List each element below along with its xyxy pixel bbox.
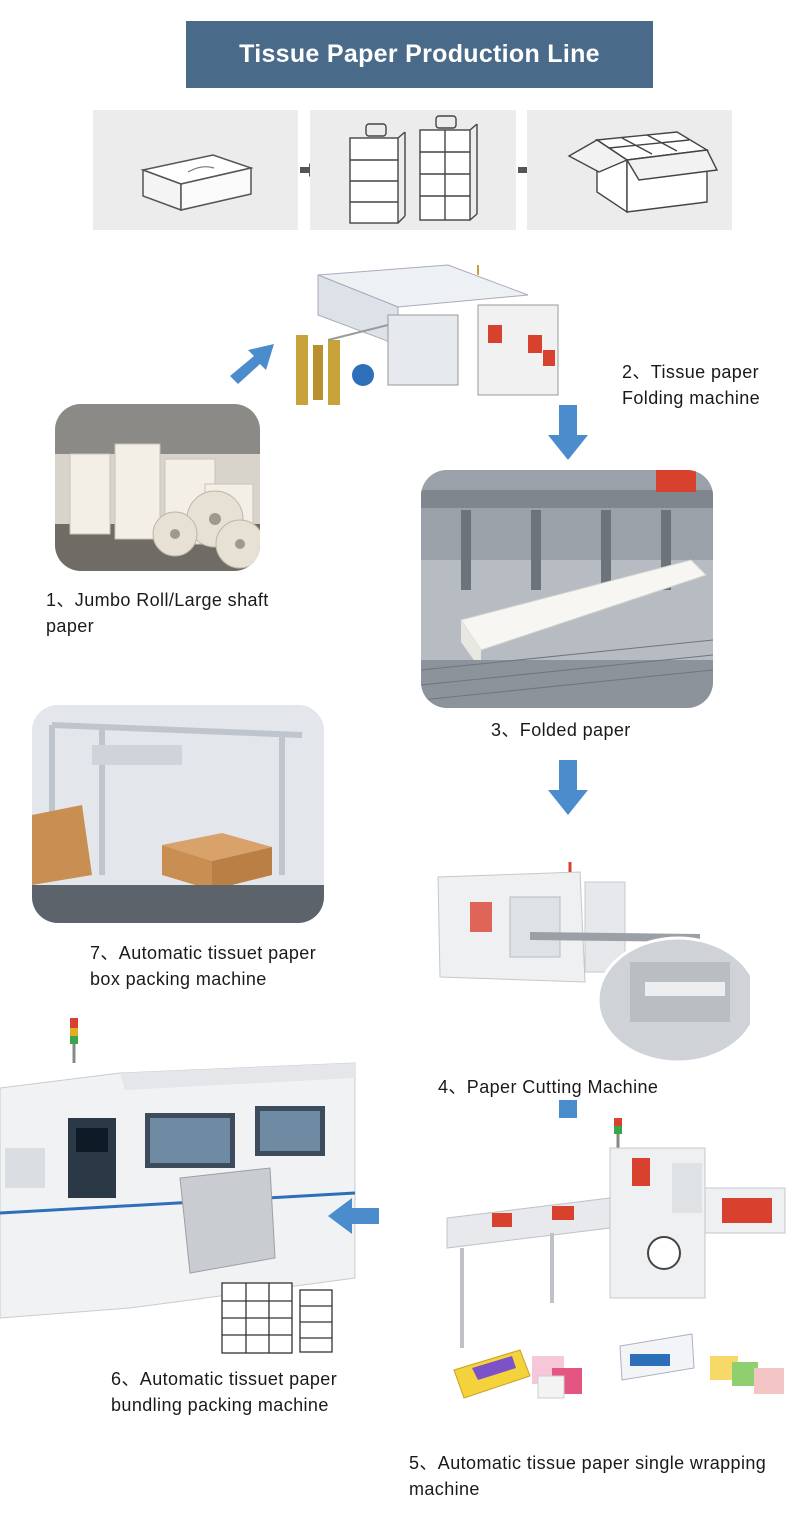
arrow-down-icon <box>548 405 588 460</box>
jumbo-roll-image <box>55 404 260 571</box>
cutting-machine-image <box>430 842 750 1067</box>
step-3-label: 3、Folded paper <box>491 720 631 740</box>
step-4-label: 4、Paper Cutting Machine <box>438 1077 659 1097</box>
step-2-label: 2、Tissue paper Folding machine <box>622 362 761 408</box>
panel-bundles <box>310 110 516 230</box>
panel-carton <box>527 110 732 230</box>
step-5-label: 5、Automatic tissue paper single wrapping… <box>409 1453 767 1499</box>
tissue-bundle-icon <box>349 115 478 224</box>
box-packing-machine-image <box>32 705 324 923</box>
step-7-label: 7、Automatic tissuet paper box packing ma… <box>90 943 317 989</box>
bundling-machine-image <box>0 1018 360 1358</box>
step-6-label: 6、Automatic tissuet paper bundling packi… <box>111 1369 338 1415</box>
arrow-down-icon <box>548 760 588 815</box>
folded-paper-image <box>421 470 713 708</box>
step-1-label: 1、Jumbo Roll/Large shaft paper <box>46 590 269 636</box>
carton-box-icon <box>567 131 719 214</box>
arrow-left-icon <box>328 1198 379 1234</box>
single-tissue-box-icon <box>140 154 254 212</box>
arrow-up-right-icon <box>230 344 274 384</box>
folding-machine-image <box>278 255 600 415</box>
panel-single-box <box>93 110 298 230</box>
page-title: Tissue Paper Production Line <box>186 21 653 88</box>
single-wrapping-machine-image <box>442 1118 794 1410</box>
